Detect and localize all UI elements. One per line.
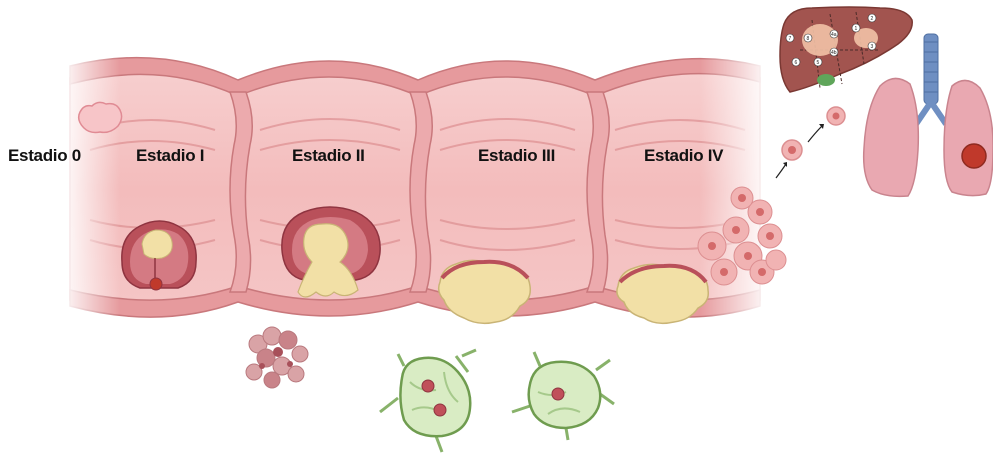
lymph-node-icon: [512, 352, 614, 440]
liver-segment-4b: 4b: [831, 50, 837, 56]
liver-segment-5: 5: [817, 60, 820, 66]
lymph-node-icon: [380, 350, 476, 452]
lungs-icon: [864, 34, 993, 196]
stage-3-label: Estadio III: [478, 146, 555, 166]
liver-segment-3: 3: [871, 44, 874, 50]
circulating-cell-icon: [776, 107, 845, 178]
liver-segment-4a: 4a: [831, 32, 837, 38]
liver-segment-1: 1: [855, 26, 858, 32]
stage-2-label: Estadio II: [292, 146, 365, 166]
tumor-icon: [122, 221, 196, 290]
stage-1-label: Estadio I: [136, 146, 204, 166]
liver-segment-8: 8: [807, 36, 810, 42]
tumor-icon: [79, 102, 122, 132]
liver-segment-6: 6: [795, 60, 798, 66]
tumor-icon: [246, 327, 308, 388]
liver-segment-2: 2: [871, 16, 874, 22]
liver-segment-7: 7: [789, 36, 792, 42]
stage-0-label: Estadio 0: [8, 146, 81, 166]
stage-4-label: Estadio IV: [644, 146, 723, 166]
